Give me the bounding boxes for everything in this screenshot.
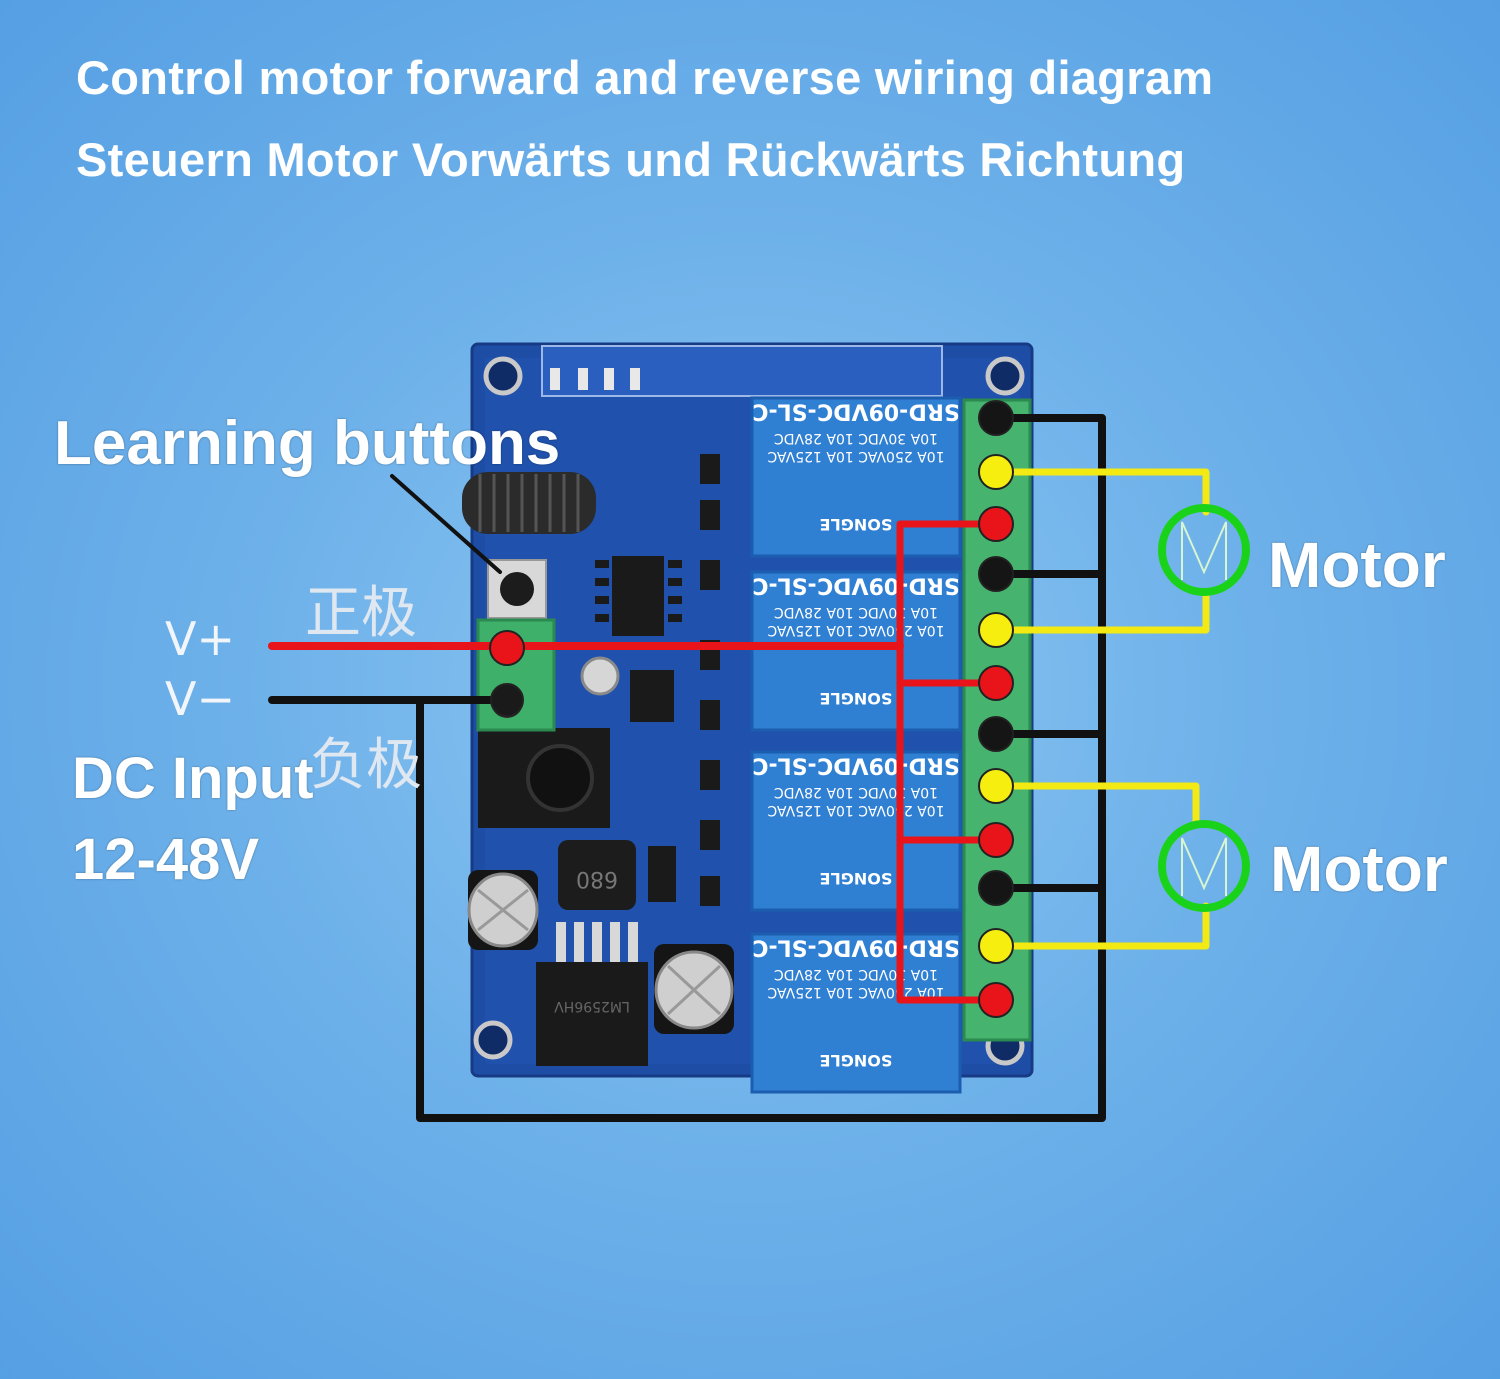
- relay-rating-text: 10A 250VAC 10A 125VAC: [767, 802, 944, 818]
- motor-2-wire-a: [990, 782, 1200, 826]
- antenna-coil: [462, 472, 596, 534]
- motor-1-wire-b: [990, 588, 1210, 634]
- relay-1: SRD-09VDC-SL-C 10A 30VDC 10A 28VDC 10A 250…: [750, 396, 962, 558]
- large-capacitor-1: [467, 870, 539, 950]
- wires: [268, 414, 1210, 1122]
- relay-rating-text: 10A 30VDC 10A 28VDC: [774, 966, 938, 982]
- motor-symbol-1: [1158, 504, 1250, 596]
- dc-voltage-label: 12-48V: [72, 827, 260, 892]
- regulator-ic: LM2596HV: [536, 922, 648, 1066]
- relay-model-text: SRD-09VDC-SL-C: [752, 935, 959, 960]
- title-line-1: Control motor forward and reverse wiring…: [76, 51, 1214, 104]
- learning-pointer-line: [390, 474, 502, 574]
- relay-rating-text: 10A 30VDC 10A 28VDC: [774, 604, 938, 620]
- relay-group: SRD-09VDC-SL-C 10A 30VDC 10A 28VDC 10A 250…: [750, 396, 962, 1094]
- relay-brand-text: SONGLE: [820, 869, 893, 888]
- inductor: 680: [558, 840, 636, 910]
- terminal-dots: [489, 400, 1014, 1018]
- negative-return-wire: [416, 414, 1106, 1122]
- learning-buttons-label: Learning buttons: [54, 409, 561, 478]
- relay-brand-text: SONGLE: [820, 689, 893, 708]
- positive-pole-label: 正极: [305, 581, 417, 646]
- rf-module: [541, 345, 943, 397]
- positive-bus: [896, 520, 998, 1004]
- relay-rating-text: 10A 250VAC 10A 125VAC: [767, 622, 944, 638]
- v-minus-label: V−: [165, 672, 236, 726]
- motor-label-2: Motor: [1270, 833, 1448, 905]
- relay-brand-text: SONGLE: [820, 515, 893, 534]
- relay-rating-text: 10A 30VDC 10A 28VDC: [774, 430, 938, 446]
- mcu-chip: [612, 556, 664, 636]
- relay-brand-text: SONGLE: [820, 1051, 893, 1070]
- svg-text:LM2596HV: LM2596HV: [554, 998, 630, 1014]
- pcb-board: 680 LM2596HV: [462, 342, 1034, 1094]
- small-capacitor: [580, 656, 620, 696]
- relay-model-text: SRD-09VDC-SL-C: [752, 573, 959, 598]
- dc-input-label: DC Input: [72, 746, 314, 811]
- large-capacitor-2: [654, 944, 734, 1034]
- title-line-2: Steuern Motor Vorwärts und Rückwärts Ric…: [76, 133, 1186, 186]
- motor-label-1: Motor: [1268, 529, 1446, 601]
- relay-model-text: SRD-09VDC-SL-C: [752, 399, 959, 424]
- motor-symbol-2: [1158, 820, 1250, 912]
- motor-2-wire-b: [990, 902, 1210, 950]
- motor-1-wire-a: [990, 468, 1210, 516]
- relay-3: SRD-09VDC-SL-C 10A 30VDC 10A 28VDC 10A 250…: [750, 750, 962, 912]
- relay-rating-text: 10A 30VDC 10A 28VDC: [774, 784, 938, 800]
- negative-pole-label: 负极: [310, 733, 422, 798]
- relay-rating-text: 10A 250VAC 10A 125VAC: [767, 448, 944, 464]
- svg-text:680: 680: [576, 866, 618, 891]
- relay-model-text: SRD-09VDC-SL-C: [752, 753, 959, 778]
- relay-2: SRD-09VDC-SL-C 10A 30VDC 10A 28VDC 10A 250…: [750, 570, 962, 732]
- v-plus-label: V+: [165, 612, 236, 666]
